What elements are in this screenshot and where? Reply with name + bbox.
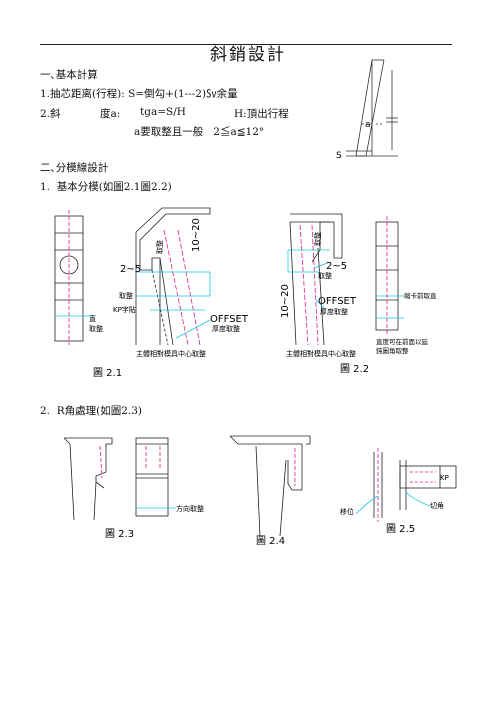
section1-heading: 一､基本計算 xyxy=(40,69,98,81)
calc-line-2d: H:頂出行程 xyxy=(234,108,289,120)
figure-2-5 xyxy=(355,448,457,522)
fig22-thickness: 厚度取整 xyxy=(320,307,348,316)
figure-2-4 xyxy=(229,435,311,537)
fig25-cut: 切角 xyxy=(430,501,444,510)
figure-2-1 xyxy=(54,207,211,346)
section2-item-1: 1. 基本分模(如圖2.1圖2.2) xyxy=(40,181,172,193)
section2-item-2: 2. R角處理(如圖2.3) xyxy=(40,405,142,417)
fig22-parting: 取整 xyxy=(318,271,332,280)
fig25-caption: 圖 2.5 xyxy=(386,523,415,535)
fig21-pin-label: 取整 xyxy=(155,240,164,254)
calc-line-1: 1.抽芯距离(行程): S=倒勾+(1---2)㏜余量 xyxy=(40,88,238,100)
fig21-clearance-vertical: 10~20 xyxy=(191,218,202,252)
calc-line-2b: 度a: xyxy=(100,108,121,120)
fig21-kp-pin: KP字貼 xyxy=(113,305,136,314)
inset-angle-figure xyxy=(346,59,398,157)
fig21-parting: 取整 xyxy=(119,291,133,300)
calc-line-2a: 2.斜 xyxy=(40,108,61,120)
fig25-kp: KP xyxy=(440,474,449,482)
fig22-caption: 圖 2.2 xyxy=(340,363,369,375)
fig21-caption: 圖 2.1 xyxy=(93,367,122,379)
fig22-pin-label: 取整 xyxy=(313,232,322,246)
section2-heading: 二､分模線設計 xyxy=(40,162,109,174)
page-title: 斜銷設計 xyxy=(210,45,286,65)
fig22-clearance-vertical: 10~20 xyxy=(280,284,291,318)
figure-2-2 xyxy=(287,213,404,346)
fig23-caption: 圖 2.3 xyxy=(105,528,134,540)
fig21-gap2: 取整 xyxy=(89,324,103,333)
fig21-offset: OFFSET xyxy=(210,314,249,325)
fig22-side-note: 縮卡前取直 xyxy=(404,291,437,300)
fig21-gap: 直 xyxy=(89,314,96,323)
fig23-label: 方向取整 xyxy=(176,504,204,513)
fig22-offset: OFFSET xyxy=(318,296,357,307)
figure-2-3 xyxy=(63,437,176,521)
fig25-shift: 移位 xyxy=(340,507,354,516)
fig21-thickness: 厚度取整 xyxy=(212,324,240,333)
inset-label-s: S xyxy=(336,151,342,161)
fig22-side-note-2: 直度可在前面以延 xyxy=(376,337,429,346)
fig21-pin-center: 主體相對模具中心取整 xyxy=(136,349,206,358)
fig24-caption: 圖 2.4 xyxy=(256,535,285,547)
header-rule xyxy=(40,44,452,45)
calc-line-3: a要取整且一般 2≦a≦12° xyxy=(134,126,265,138)
fig21-clearance-horizontal: 2~5 xyxy=(120,264,141,275)
fig22-clearance-horizontal: 2~5 xyxy=(326,261,347,272)
fig22-side-note-3: 鈍圖角取整 xyxy=(376,346,409,355)
calc-line-2c: tga=S/H xyxy=(140,106,186,118)
inset-label-a: a xyxy=(365,120,371,130)
fig22-pin-center: 主體相對模具中心取整 xyxy=(286,349,356,358)
